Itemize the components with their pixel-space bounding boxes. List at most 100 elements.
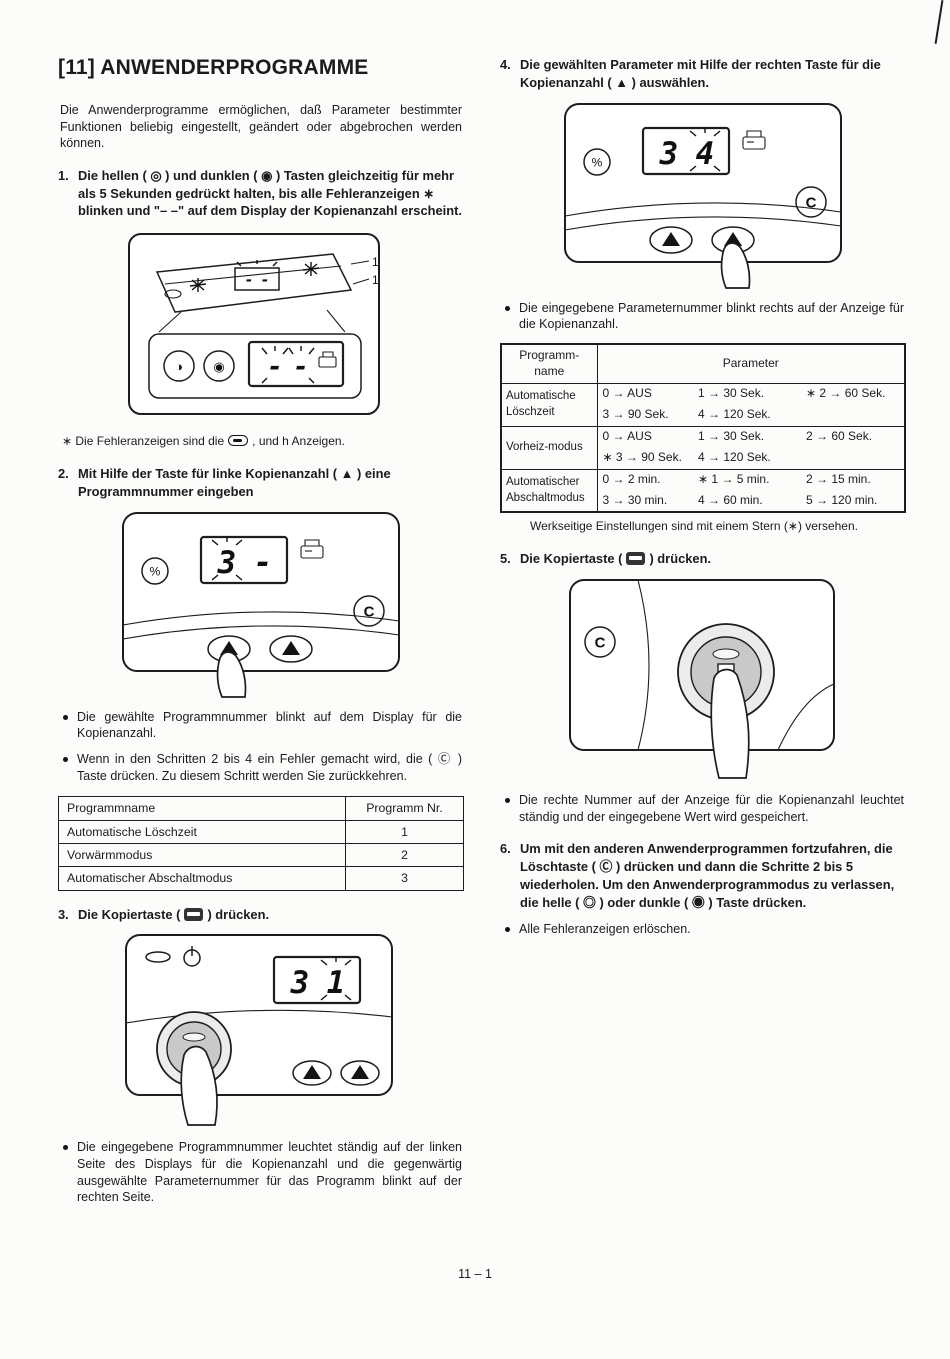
step-text: Mit Hilfe der Taste für linke Kopienanza… bbox=[78, 466, 391, 499]
copy-count-display bbox=[247, 341, 345, 388]
parameter-cell: 4 → 120 Sek. bbox=[698, 450, 771, 465]
printer-icon bbox=[318, 351, 337, 368]
bullet-text: Wenn in den Schritten 2 bis 4 ein Fehler… bbox=[77, 751, 462, 783]
footnote-text-pre: ∗ Die Fehleranzeigen sind die bbox=[62, 434, 225, 449]
parameter-cell: 1 → 30 Sek. bbox=[693, 382, 801, 405]
copy-key-icon bbox=[626, 552, 646, 566]
figure-step4: % 3 4 C bbox=[500, 100, 906, 290]
indicator-lamp-icon bbox=[145, 951, 171, 964]
step-4-heading: 4. Die gewählten Parameter mit Hilfe der… bbox=[500, 56, 906, 92]
copy-count-display bbox=[199, 535, 289, 584]
detail-panel bbox=[148, 333, 362, 399]
column-header-programmname: Programmname bbox=[58, 796, 346, 821]
blink-rays bbox=[236, 260, 278, 267]
copies-left-up-button bbox=[649, 225, 693, 254]
copier-panel-illustration: % 3 - C bbox=[122, 511, 400, 698]
program-name-cell: Vorwärmmodus bbox=[58, 842, 346, 868]
blinking-indicator-icon bbox=[189, 278, 207, 293]
parameter-cell: 0 → AUS bbox=[597, 382, 693, 405]
clear-button: C bbox=[795, 185, 827, 218]
parameter-cell: 3 → 90 Sek. bbox=[602, 407, 669, 422]
finger bbox=[720, 241, 751, 289]
bullet-marker bbox=[63, 1145, 68, 1151]
display-right-digit: 4 bbox=[696, 136, 715, 172]
figure-step3: 3 1 bbox=[58, 931, 464, 1129]
copies-right-up-button bbox=[340, 1060, 380, 1087]
step-2-heading: 2. Mit Hilfe der Taste für linke Kopiena… bbox=[58, 465, 464, 501]
bullet-text: Die eingegebene Programmnummer leuchtet … bbox=[77, 1140, 462, 1205]
table-header-row: Programm- name Parameter bbox=[501, 343, 905, 384]
display-right-digit: - bbox=[254, 545, 273, 581]
copy-key-icon bbox=[184, 907, 204, 921]
step-1-heading: 1. Die hellen ( ◎ ) und dunklen ( ◉ ) Ta… bbox=[58, 167, 464, 220]
up-arrow-icon bbox=[724, 231, 742, 246]
parameter-cell: 2 → 15 min. bbox=[801, 468, 905, 491]
step-number: 3. bbox=[58, 906, 69, 922]
parameter-table: Programm- name Parameter Automatische Lö… bbox=[500, 342, 906, 514]
display-right-digit: - bbox=[293, 352, 309, 382]
percent-icon: % bbox=[141, 556, 169, 585]
dark-button-icon: ◉ bbox=[213, 359, 224, 374]
step-5-heading: 5. Die Kopiertaste () drücken. bbox=[500, 550, 906, 568]
copier-panel-illustration: C bbox=[569, 579, 835, 780]
footnote-text-post: , und h Anzeigen. bbox=[252, 434, 345, 449]
step-6-heading: 6. Um mit den anderen Anwenderprogrammen… bbox=[500, 840, 906, 911]
program-name-cell: Automatischer Abschaltmodus bbox=[501, 468, 598, 513]
error-indicator-icon bbox=[228, 435, 249, 447]
program-nr-cell: 1 bbox=[345, 819, 464, 844]
step-text: Die Kopiertaste () drücken. bbox=[520, 551, 712, 567]
light-button: ◑ bbox=[163, 350, 195, 382]
display-left-digit: - bbox=[267, 352, 283, 382]
table-header-row: Programmname Programm Nr. bbox=[58, 796, 464, 821]
display-right-digit: - bbox=[260, 271, 269, 289]
bullet-item: Die eingegebene Parameternummer blinkt r… bbox=[504, 300, 904, 333]
bullet-marker bbox=[63, 756, 68, 762]
copy-count-display bbox=[272, 956, 362, 1005]
callout-label: 1 bbox=[372, 273, 379, 287]
figure-step2: % 3 - C bbox=[58, 509, 464, 699]
dark-button: ◉ bbox=[203, 350, 235, 382]
step-number: 6. bbox=[500, 841, 511, 857]
column-header-parameter: Parameter bbox=[597, 343, 905, 384]
finger bbox=[216, 651, 247, 698]
clear-button: C bbox=[353, 594, 385, 627]
program-nr-cell: 3 bbox=[345, 866, 464, 891]
display-left-digit: 3 bbox=[659, 136, 679, 172]
bullet-item: Alle Fehleranzeigen erlöschen. bbox=[504, 921, 904, 938]
printer-icon bbox=[742, 130, 766, 150]
svg-text:%: % bbox=[592, 155, 603, 169]
power-icon bbox=[183, 946, 201, 968]
figure-step1: - - 1 1 ◑ bbox=[58, 228, 464, 424]
table-row: 3 → 90 Sek. 4 → 120 Sek. bbox=[501, 405, 905, 426]
bullet-text: Alle Fehleranzeigen erlöschen. bbox=[519, 921, 691, 936]
step-number: 4. bbox=[500, 57, 511, 72]
parameter-cell bbox=[801, 448, 905, 469]
copy-count-display bbox=[641, 126, 731, 175]
step-number: 1. bbox=[58, 167, 69, 183]
blink-rays bbox=[689, 126, 721, 172]
factory-settings-note: Werkseitige Einstellungen sind mit einem… bbox=[530, 519, 858, 534]
table-row: 3 → 30 min. 4 → 60 min. 5 → 120 min. bbox=[501, 491, 905, 513]
up-arrow-icon bbox=[351, 1065, 369, 1080]
table-row: ∗ 3 → 90 Sek. 4 → 120 Sek. bbox=[501, 448, 905, 469]
bullet-marker bbox=[505, 798, 510, 804]
page-title: [11] ANWENDERPROGRAMME bbox=[58, 56, 369, 79]
bullet-item: Die gewählte Programmnummer blinkt auf d… bbox=[62, 709, 462, 742]
bullet-item: Die rechte Nummer auf der Anzeige für di… bbox=[504, 792, 904, 825]
parameter-cell: ∗ 3 → 90 Sek. bbox=[602, 450, 682, 465]
display-left-digit: 3 bbox=[217, 545, 237, 581]
bullet-text: Die rechte Nummer auf der Anzeige für di… bbox=[519, 793, 904, 824]
step-text: Um mit den anderen Anwenderprogrammen fo… bbox=[520, 841, 895, 910]
blink-rays bbox=[211, 535, 243, 581]
svg-text:%: % bbox=[150, 564, 161, 578]
table-row: Automatischer Abschaltmodus 3 bbox=[58, 866, 464, 891]
up-arrow-icon bbox=[220, 640, 238, 655]
footnote: ∗ Die Fehleranzeigen sind die , und h Anz… bbox=[62, 434, 462, 450]
finger bbox=[180, 1046, 218, 1127]
program-name-cell: Automatische Löschzeit bbox=[58, 819, 346, 844]
copies-right-up-button bbox=[269, 634, 313, 663]
display-left-digit: - bbox=[244, 271, 253, 289]
table-row: Vorwärmmodus 2 bbox=[58, 842, 464, 868]
blink-rays bbox=[261, 346, 315, 384]
